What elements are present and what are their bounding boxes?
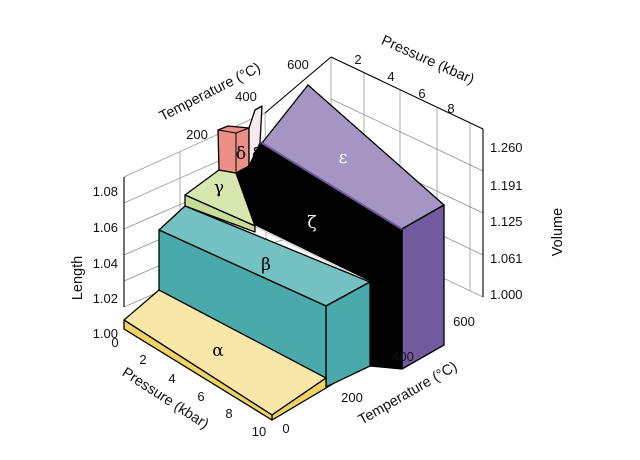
pressure-tick: 6 — [197, 389, 204, 404]
epsilon-side-face — [401, 204, 445, 370]
zeta-edge-highlight — [254, 225, 371, 283]
pressure-tick: 10 — [252, 424, 266, 439]
phase-label-beta: β — [261, 255, 271, 275]
phase-beta — [158, 205, 371, 388]
back-pressure-tick: 2 — [354, 52, 361, 67]
phase-label-zeta: ζ — [307, 213, 316, 233]
phase-epsilon — [261, 84, 445, 370]
back-pressure-tick: 8 — [447, 101, 454, 116]
zeta-edge-highlight — [261, 142, 403, 230]
back-pressure-axis — [330, 56, 484, 130]
alpha-front-face — [123, 319, 273, 421]
gamma-side-face — [184, 194, 256, 233]
length-axis-labels: 1.00 1.02 1.04 1.06 1.08 Length — [70, 184, 118, 341]
temperature-tick: 600 — [453, 314, 475, 329]
pressure-tick: 0 — [111, 335, 118, 350]
delta-edge — [217, 129, 237, 134]
phase-alpha — [123, 289, 327, 421]
volume-tick: 1.061 — [490, 251, 523, 266]
volume-axis-title: Volume — [550, 208, 566, 256]
phase-label-delta: δ — [236, 144, 246, 164]
pressure-tick: 2 — [139, 352, 146, 367]
pressure-tick: 4 — [168, 371, 175, 386]
length-tick: 1.02 — [93, 291, 118, 306]
phase-delta-prime — [248, 105, 263, 167]
phase-label-epsilon: ε — [339, 148, 348, 168]
back-temperature-tick: 200 — [186, 127, 208, 142]
back-pressure-tick: 6 — [418, 86, 425, 101]
length-tick: 1.00 — [93, 326, 118, 341]
temperature-tick: 200 — [341, 390, 363, 405]
phase-zeta — [235, 142, 403, 370]
volume-tick: 1.000 — [490, 287, 523, 302]
delta-prime-block — [248, 105, 263, 167]
back-temperature-axis — [264, 56, 332, 114]
length-axis-title: Length — [70, 256, 86, 300]
grid-line — [330, 98, 484, 172]
length-tick: 1.04 — [93, 256, 118, 271]
front-temperature-axis-title: Temperature (°C) — [356, 359, 460, 429]
temperature-tick: 400 — [392, 349, 414, 364]
phase-gamma — [184, 169, 256, 233]
volume-axis-labels: 1.260 1.191 1.125 1.061 1.000 Volume — [490, 140, 566, 302]
phase-label-alpha: α — [212, 341, 224, 361]
volume-tick: 1.125 — [490, 214, 523, 229]
pressure-tick: 8 — [225, 406, 232, 421]
volume-tick: 1.191 — [490, 178, 523, 193]
volume-tick: 1.260 — [490, 140, 523, 155]
back-pressure-labels: 2 4 6 8 Pressure (kbar) — [354, 33, 476, 116]
length-tick: 1.08 — [93, 184, 118, 199]
length-tick: 1.06 — [93, 220, 118, 235]
back-temperature-tick: 600 — [287, 57, 309, 72]
delta-edge — [235, 127, 250, 134]
back-pressure-tick: 4 — [387, 69, 394, 84]
phase-label-delta-prime: δ′ — [252, 145, 266, 165]
back-temperature-tick: 400 — [235, 89, 257, 104]
phase-label-gamma: γ — [214, 178, 224, 198]
temperature-tick: 0 — [282, 421, 289, 436]
